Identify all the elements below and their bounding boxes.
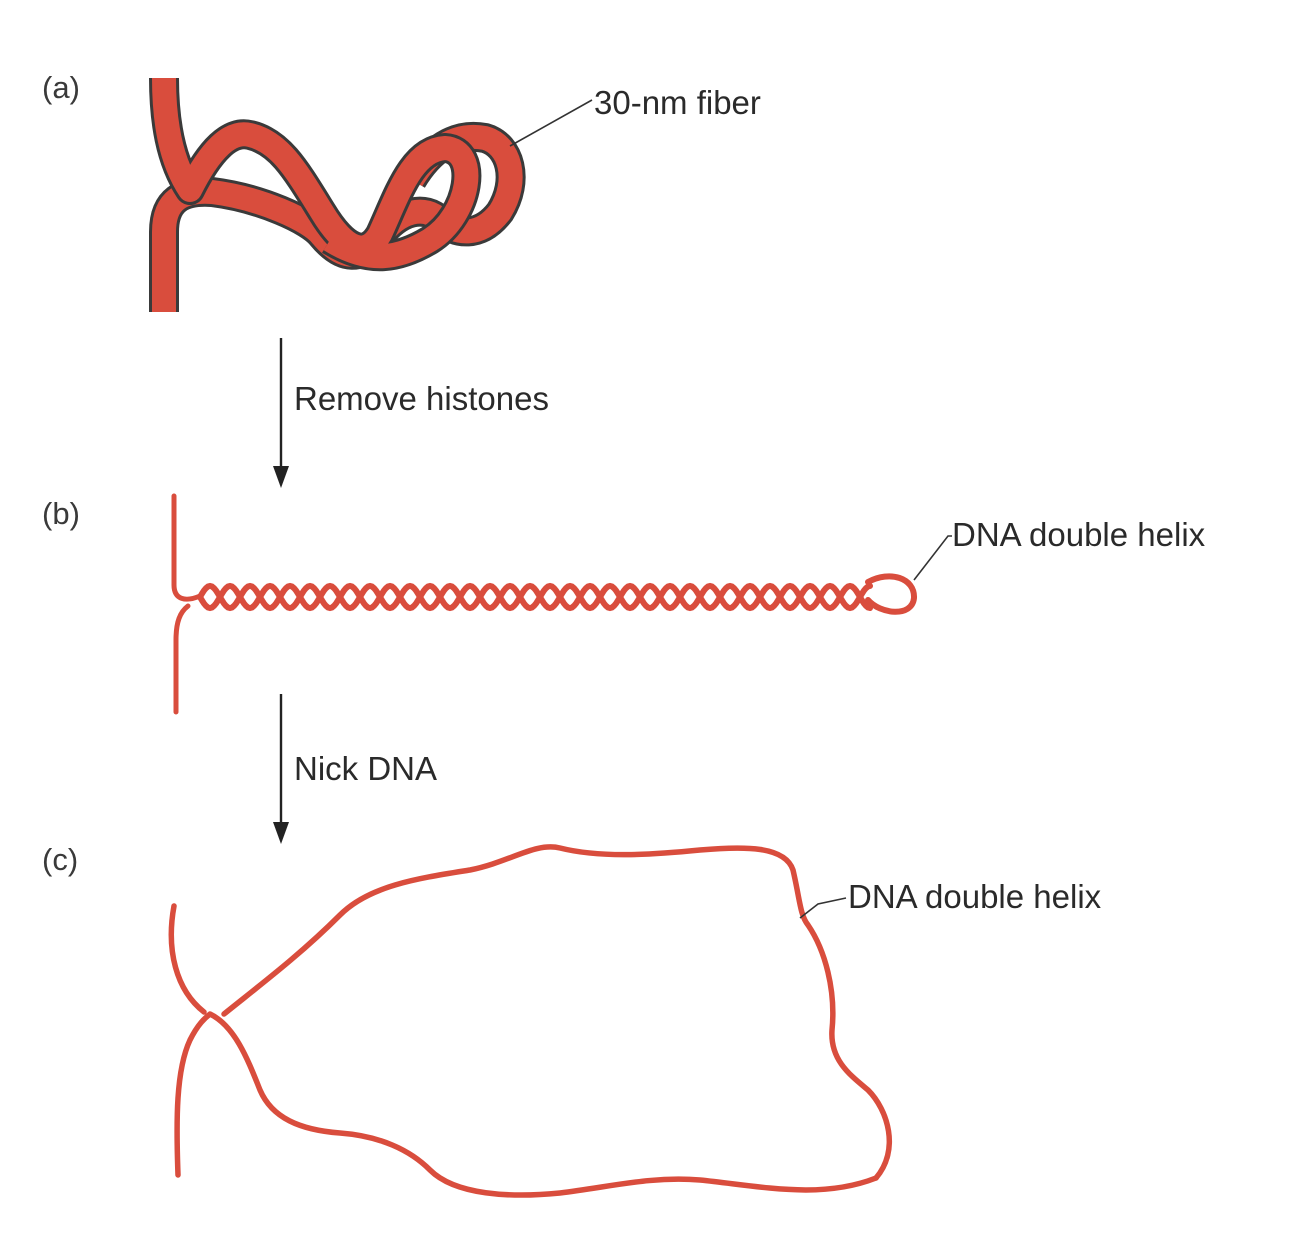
helix-strand-b [197, 582, 873, 612]
panel-a: (a) 30-nm fiber [42, 70, 761, 312]
helix-callout-leader-b [913, 535, 952, 581]
fiber-30nm [149, 77, 526, 312]
helix-lower-tail [173, 603, 191, 715]
arrow-head-2 [273, 822, 289, 844]
fiber-callout-leader [509, 99, 593, 147]
fiber-callout-label: 30-nm fiber [594, 84, 761, 121]
step-label-remove-histones: Remove histones [294, 380, 549, 417]
panel-b-label: (b) [42, 496, 80, 531]
step-arrow-nick-dna: Nick DNA [273, 694, 437, 844]
step-arrow-remove-histones: Remove histones [273, 338, 549, 488]
helix-callout-label-c: DNA double helix [848, 878, 1102, 915]
panel-b: (b) DNA double helix [42, 493, 1206, 715]
dna-helix-twisted [171, 493, 917, 715]
fiber-front-strand [152, 77, 479, 269]
helix-callout-label-b: DNA double helix [952, 516, 1206, 553]
arrow-head-1 [273, 466, 289, 488]
panel-c-label: (c) [42, 842, 78, 877]
helix-callout-leader-c [799, 897, 847, 919]
relaxed-strand-lower [174, 1011, 879, 1198]
helix-upper-tail [171, 493, 203, 602]
relaxed-strand-upper [168, 844, 892, 1181]
dna-relaxed-loop [168, 844, 892, 1198]
helix-end-loop [865, 573, 917, 615]
step-label-nick-dna: Nick DNA [294, 750, 437, 787]
panel-c: (c) DNA double helix [42, 842, 1102, 1198]
panel-a-label: (a) [42, 70, 80, 105]
